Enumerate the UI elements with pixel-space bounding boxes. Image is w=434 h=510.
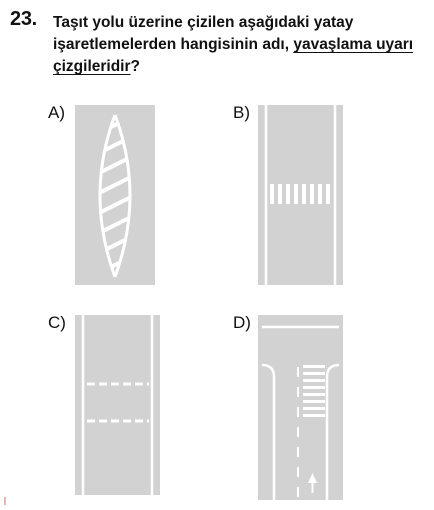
option-b-figure[interactable]: [258, 105, 343, 285]
question-text-underlined: yavaşlama uyarı çizgileridir: [53, 36, 414, 75]
margin-mark: [4, 497, 6, 505]
question-text-main: Taşıt yolu üzerine çizilen aşağıdaki yat…: [53, 14, 354, 53]
option-c-label[interactable]: C): [48, 313, 66, 332]
option-d-label[interactable]: D): [233, 313, 251, 332]
option-d-figure[interactable]: [258, 315, 343, 500]
question-number: 23.: [10, 8, 37, 30]
question-text: Taşıt yolu üzerine çizilen aşağıdaki yat…: [53, 12, 428, 78]
option-c-figure[interactable]: [75, 315, 160, 495]
option-a-figure[interactable]: [75, 105, 155, 285]
question-text-end: ?: [130, 58, 140, 75]
arrow-up-icon: [308, 473, 317, 493]
option-a-label[interactable]: A): [48, 103, 65, 122]
option-b-label[interactable]: B): [233, 103, 250, 122]
